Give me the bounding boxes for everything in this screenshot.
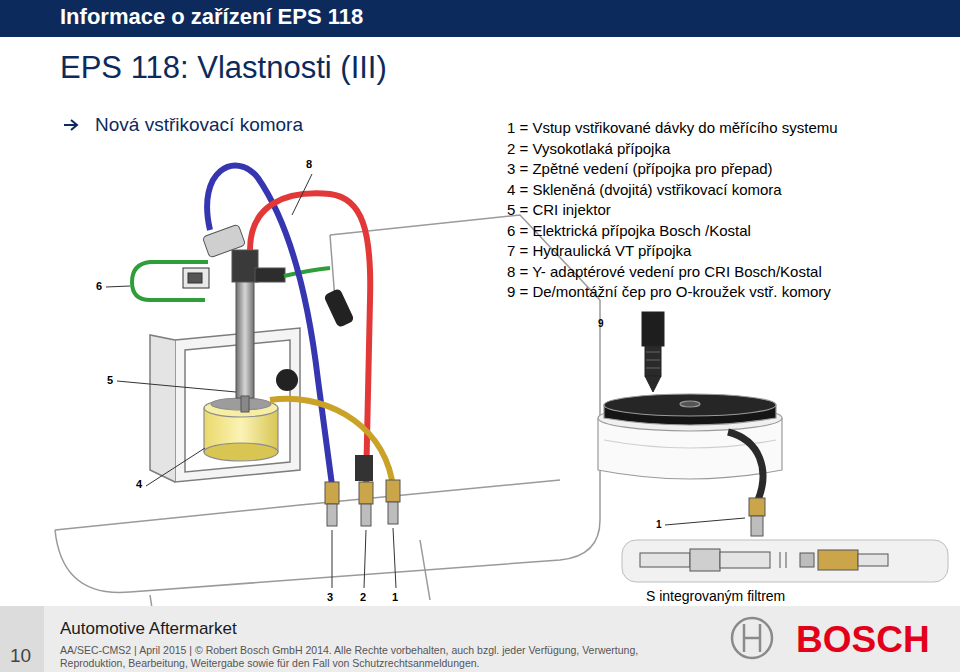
legend-item: 1 = Vstup vstřikované dávky do měřícího … bbox=[507, 119, 838, 136]
legend-item: 2 = Vysokotlaká přípojka bbox=[507, 140, 670, 157]
legend-item: 7 = Hydraulická VT přípojka bbox=[507, 242, 691, 259]
callout-number: 1 bbox=[392, 591, 398, 604]
hose-connectors bbox=[749, 498, 765, 516]
leader-line bbox=[364, 530, 366, 588]
legend-item: 5 = CRI injektor bbox=[507, 201, 611, 218]
callout-number: 6 bbox=[96, 280, 102, 293]
black-fitting bbox=[276, 288, 373, 481]
leader-line bbox=[332, 530, 333, 588]
hose-connectors bbox=[751, 516, 763, 536]
callout-number: 4 bbox=[136, 478, 142, 491]
page-number-band bbox=[0, 606, 44, 672]
leader-line bbox=[292, 174, 312, 215]
legend-item: 3 = Zpětné vedení (přípojka pro přepad) bbox=[507, 160, 773, 177]
bullet-arrow bbox=[64, 124, 76, 126]
filter-inset bbox=[780, 552, 786, 568]
callout-number: 1 bbox=[656, 519, 662, 531]
mounting-pin bbox=[646, 352, 660, 368]
injector-stand bbox=[150, 328, 300, 482]
footer-legal: AA/SEC-CMS2 | April 2015 | © Robert Bosc… bbox=[60, 644, 700, 670]
header-title: Informace o zařízení EPS 118 bbox=[60, 4, 363, 29]
legend-item: 4 = Skleněná (dvojitá) vstřikovací komor… bbox=[507, 181, 782, 198]
bosch-emblem bbox=[744, 624, 760, 652]
cri-injector bbox=[255, 268, 285, 282]
glass-chamber bbox=[680, 401, 700, 407]
injector-stand bbox=[150, 335, 175, 482]
hose-connectors bbox=[327, 504, 337, 526]
hose-connectors bbox=[361, 504, 371, 526]
connector-plug bbox=[183, 268, 209, 288]
filter-inset bbox=[690, 549, 720, 571]
bosch-emblem bbox=[732, 618, 772, 658]
leader-line bbox=[117, 381, 236, 392]
filter-inset bbox=[640, 553, 690, 567]
callout-number: 2 bbox=[360, 591, 366, 604]
filter-inset bbox=[858, 554, 888, 566]
blue-tube bbox=[207, 166, 332, 485]
glass-chamber bbox=[204, 443, 278, 461]
connector-plug bbox=[188, 273, 202, 283]
drain-hose bbox=[728, 432, 763, 500]
callout-number: 9 bbox=[598, 318, 604, 330]
mounting-pin bbox=[645, 376, 661, 392]
filter-inset bbox=[640, 549, 888, 571]
cri-injector bbox=[241, 396, 249, 412]
cri-injector bbox=[202, 224, 285, 412]
footer-band bbox=[0, 606, 960, 672]
yellow-hose bbox=[270, 399, 392, 480]
machine-outline bbox=[420, 540, 430, 600]
black-fitting bbox=[355, 455, 373, 481]
mounting-pin bbox=[642, 312, 664, 346]
glass-chamber bbox=[598, 394, 782, 479]
mounting-pin bbox=[642, 312, 664, 392]
footer-division: Automotive Aftermarket bbox=[60, 619, 237, 639]
brand-logo: BOSCH bbox=[796, 619, 930, 662]
electric-wire bbox=[132, 262, 208, 300]
hose-connectors bbox=[388, 502, 398, 524]
hose-connectors bbox=[325, 480, 400, 526]
leader-line bbox=[106, 286, 130, 287]
callout-number: 5 bbox=[107, 374, 113, 387]
black-fitting bbox=[276, 369, 298, 391]
red-tube bbox=[250, 193, 370, 485]
legend-item: 8 = Y- adaptérové vedení pro CRI Bosch/K… bbox=[507, 263, 822, 280]
electric-wire bbox=[284, 268, 330, 276]
hose-connectors bbox=[325, 482, 339, 504]
cri-injector bbox=[232, 250, 258, 282]
page-number: 10 bbox=[10, 645, 31, 667]
callout-number: 8 bbox=[306, 158, 312, 171]
hose-connectors bbox=[386, 480, 400, 502]
leader-line bbox=[393, 528, 396, 588]
filter-inset bbox=[818, 550, 858, 570]
slide-title: EPS 118: Vlastnosti (III) bbox=[60, 50, 387, 86]
machine-outline bbox=[330, 235, 335, 300]
filter-inset bbox=[622, 540, 948, 582]
filter-inset bbox=[622, 540, 948, 582]
filter-inset bbox=[720, 552, 770, 568]
machine-outline bbox=[55, 480, 560, 530]
callout-number: 3 bbox=[327, 591, 333, 604]
filter-inset bbox=[800, 553, 814, 567]
bullet-arrow bbox=[71, 120, 77, 130]
legend-item: 9 = De/montážní čep pro O-kroužek vstř. … bbox=[507, 283, 831, 300]
caption-text: S integrovaným filtrem bbox=[646, 588, 785, 604]
mounting-pin bbox=[645, 346, 661, 376]
glass-chamber bbox=[604, 394, 776, 416]
leader-line bbox=[665, 518, 745, 525]
connector-plug bbox=[183, 268, 209, 288]
header-bar bbox=[0, 0, 960, 37]
bullet-arrow bbox=[64, 120, 77, 130]
cri-injector bbox=[236, 280, 254, 398]
hose-connectors bbox=[359, 482, 373, 504]
hose-connectors bbox=[749, 498, 765, 536]
black-fitting bbox=[323, 288, 355, 328]
bosch-emblem bbox=[732, 618, 772, 658]
legend-item: 6 = Elektrická přípojka Bosch /Kostal bbox=[507, 222, 751, 239]
bullet-text: Nová vstřikovací komora bbox=[95, 114, 303, 136]
leader-line bbox=[146, 448, 205, 486]
